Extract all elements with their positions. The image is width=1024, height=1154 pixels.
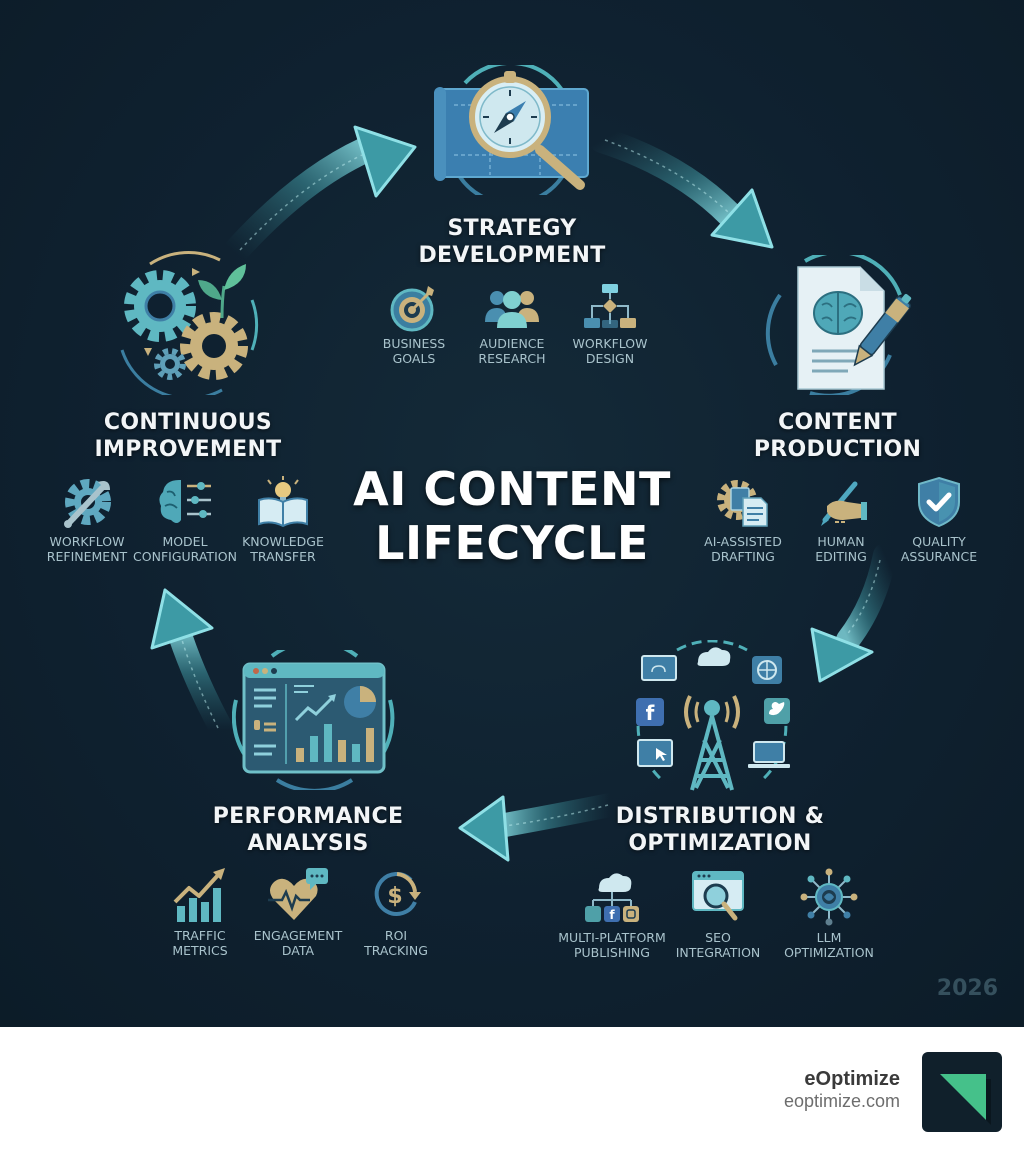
subitem-llm-optimization: LLM OPTIMIZATION: [774, 868, 884, 960]
stage-title: CONTINUOUS: [103, 410, 273, 435]
footer: eOptimize eoptimize.com: [0, 1027, 1024, 1154]
shield-check-icon: [918, 476, 960, 528]
stage-title: DISTRIBUTION &: [615, 804, 825, 829]
subitem-ai-assisted-drafting: AI-ASSISTED DRAFTING: [694, 474, 792, 564]
stage-title: OPTIMIZATION: [628, 831, 812, 856]
stage-title: DEVELOPMENT: [418, 243, 606, 268]
production-subitems: AI-ASSISTED DRAFTING HUMAN EDITING QUALI…: [694, 474, 988, 564]
stage-content-production: CONTENT PRODUCTION: [700, 409, 975, 463]
brand-url[interactable]: eoptimize.com: [783, 1091, 900, 1111]
flowchart-icon: [584, 284, 636, 328]
improvement-subitems: WORKFLOW REFINEMENT MODEL CONFIGURATION: [38, 474, 332, 564]
diagram-title: AI CONTENT LIFECYCLE: [262, 462, 762, 570]
stage-strategy-development: STRATEGY DEVELOPMENT: [362, 215, 662, 269]
subitem-workflow-refinement: WORKFLOW REFINEMENT: [38, 474, 136, 564]
title-line-2: LIFECYCLE: [375, 516, 649, 570]
hand-pen-icon: [821, 481, 867, 526]
cycle-arrows: [150, 125, 897, 862]
svg-text:$: $: [387, 884, 402, 909]
stage-title: ANALYSIS: [247, 831, 369, 856]
brand-name: eOptimize: [804, 1068, 900, 1090]
cloud-social-icon: f: [585, 873, 639, 922]
arrow-improvement-to-strategy: [222, 125, 417, 265]
subitem-audience-research: AUDIENCE RESEARCH: [463, 282, 561, 366]
subitem-human-editing: HUMAN EDITING: [792, 474, 890, 564]
stage-title: CONTENT: [778, 410, 897, 435]
broadcast-tower-network-icon: f: [636, 640, 790, 791]
stage-title: PERFORMANCE: [212, 804, 404, 829]
stage-continuous-improvement: CONTINUOUS IMPROVEMENT: [58, 409, 318, 463]
stage-title: STRATEGY: [447, 216, 577, 241]
analytics-dashboard-icon: [232, 650, 395, 790]
svg-text:f: f: [646, 701, 655, 725]
subitem-roi-tracking: $ ROI TRACKING: [347, 866, 445, 958]
lifecycle-diagram: STRATEGY DEVELOPMENT BUSINESS GOALS: [0, 0, 1024, 1027]
bar-chart-trend-icon: [173, 868, 225, 922]
book-lightbulb-icon: [258, 476, 308, 528]
svg-text:f: f: [609, 908, 615, 922]
llm-network-icon: [800, 868, 858, 926]
distribution-subitems: f MULTI-PLATFORM PUBLISHING SEO INTEGRAT…: [558, 868, 884, 960]
gears-sprout-icon: [120, 250, 259, 395]
subitem-model-configuration: MODEL CONFIGURATION: [133, 474, 237, 564]
stage-title: PRODUCTION: [753, 437, 922, 462]
browser-magnifier-icon: [692, 871, 744, 921]
performance-subitems: TRAFFIC METRICS ENGAGEMENT DATA $ ROI TR…: [151, 866, 445, 958]
arrow-performance-to-improvement: [150, 588, 234, 742]
blueprint-magnifier-compass-icon: [434, 65, 589, 195]
stage-title: IMPROVEMENT: [94, 437, 282, 462]
subitem-traffic-metrics: TRAFFIC METRICS: [151, 866, 249, 958]
subitem-multi-platform-publishing: f MULTI-PLATFORM PUBLISHING: [558, 868, 666, 960]
subitem-quality-assurance: QUALITY ASSURANCE: [890, 474, 988, 564]
subitem-business-goals: BUSINESS GOALS: [365, 282, 463, 366]
target-arrow-icon: [390, 286, 434, 332]
gear-wrench-icon: [64, 479, 111, 528]
subitem-engagement-data: ENGAGEMENT DATA: [249, 866, 347, 958]
stage-performance-analysis: PERFORMANCE ANALYSIS: [178, 803, 438, 857]
gear-documents-icon: [717, 480, 768, 527]
arrow-production-to-distribution: [810, 543, 897, 683]
brand-logo-icon: [922, 1052, 1002, 1132]
dollar-cycle-icon: $: [374, 872, 421, 916]
year-label: 2026: [936, 976, 998, 1001]
stage-distribution-optimization: DISTRIBUTION & OPTIMIZATION: [590, 803, 850, 857]
heart-chat-icon: [268, 868, 328, 920]
arrow-distribution-to-performance: [458, 793, 622, 862]
subitem-seo-integration: SEO INTEGRATION: [662, 868, 774, 960]
strategy-subitems: BUSINESS GOALS AUDIENCE RESEARCH: [365, 282, 659, 366]
subitem-workflow-design: WORKFLOW DESIGN: [561, 282, 659, 366]
subitem-knowledge-transfer: KNOWLEDGE TRANSFER: [234, 474, 332, 564]
brain-sliders-icon: [159, 480, 211, 523]
document-brain-pen-icon: [765, 255, 912, 395]
people-group-icon: [485, 291, 539, 328]
arrow-strategy-to-production: [589, 127, 774, 249]
title-line-1: AI CONTENT: [353, 462, 671, 516]
